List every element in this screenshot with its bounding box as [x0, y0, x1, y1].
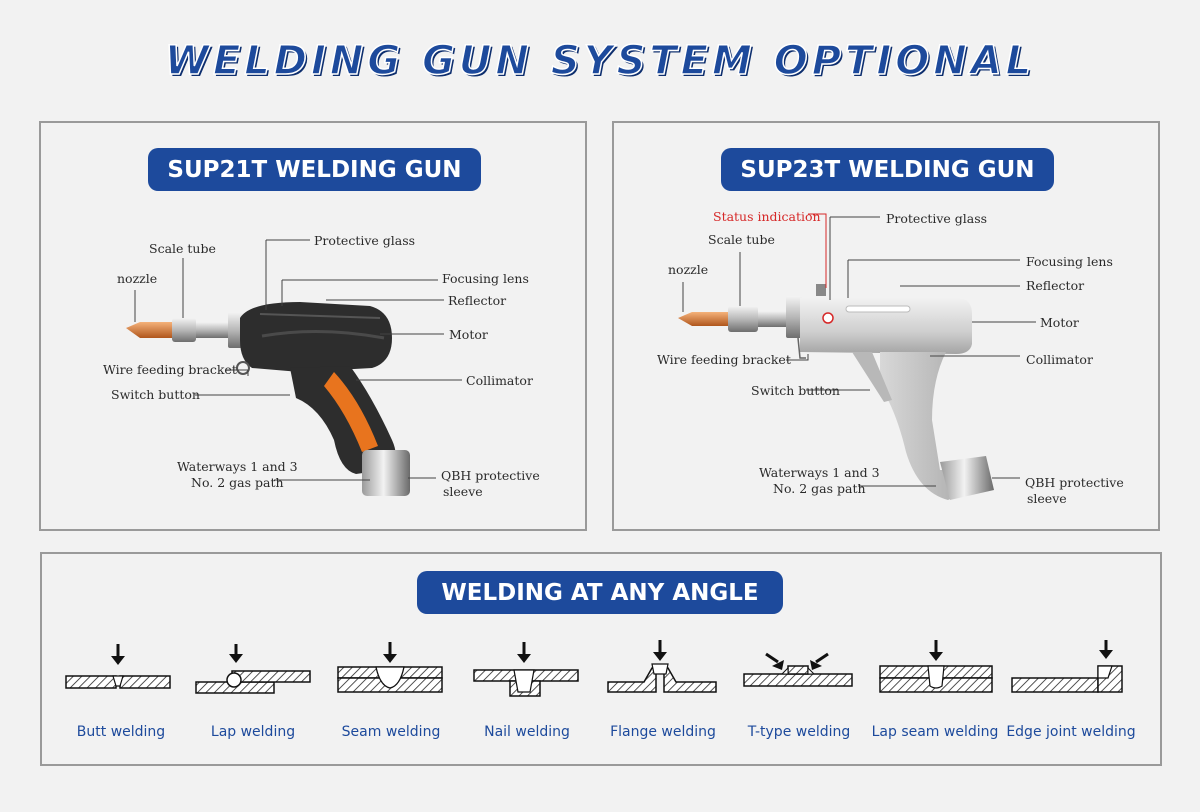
sup23t-label-focusing-lens: Focusing lens — [1026, 254, 1113, 269]
sup23t-heading: SUP23T WELDING GUN — [721, 148, 1054, 191]
sup23t-label-waterways-line1: Waterways 1 and 3 — [759, 465, 880, 480]
seam-weld-icon — [337, 642, 443, 693]
weld-type-label: Lap seam welding — [871, 724, 999, 740]
flange-weld-icon — [607, 640, 717, 693]
sup21t-label-scale-tube: Scale tube — [149, 241, 216, 256]
page-title: WELDING GUN SYSTEM OPTIONAL — [164, 37, 1036, 85]
sup23t-label-qbh: QBH protective sleeve — [1025, 475, 1124, 506]
sup23t-label-switch-button: Switch button — [751, 383, 840, 398]
sup21t-label-focusing-lens: Focusing lens — [442, 271, 529, 286]
sup23t-label-status-indication: Status indication — [713, 209, 821, 224]
lap-seam-weld-icon — [879, 640, 993, 693]
sup23t-label-qbh-line1: QBH protective — [1025, 475, 1124, 490]
sup21t-label-reflector: Reflector — [448, 293, 507, 308]
sup21t-label-collimator: Collimator — [466, 373, 533, 388]
sup21t-label-qbh: QBH protective sleeve — [441, 468, 540, 499]
sup23t-label-collimator: Collimator — [1026, 352, 1093, 367]
sup21t-label-nozzle: nozzle — [117, 271, 158, 286]
sup21t-label-protective-glass: Protective glass — [314, 233, 416, 248]
sup21t-label-waterways-line2: No. 2 gas path — [191, 474, 284, 490]
nail-weld-icon — [473, 642, 579, 697]
sup21t-label-switch-button: Switch button — [111, 387, 200, 402]
sup23t-label-wire-feeding-bracket: Wire feeding bracket — [657, 352, 791, 367]
sup23t-label-nozzle: nozzle — [668, 262, 709, 277]
edge-joint-weld-icon — [1011, 640, 1123, 693]
sup23t-label-waterways: Waterways 1 and 3 No. 2 gas path — [759, 465, 880, 496]
weld-type-label: T-type welding — [747, 724, 851, 740]
sup23t-label-waterways-line2: No. 2 gas path — [773, 480, 866, 496]
sup23t-label-protective-glass: Protective glass — [886, 211, 988, 226]
weld-type-label: Edge joint welding — [1006, 724, 1136, 740]
butt-weld-icon — [65, 644, 171, 689]
sup21t-heading: SUP21T WELDING GUN — [148, 148, 481, 191]
sup21t-label-qbh-line1: QBH protective — [441, 468, 540, 483]
sup21t-label-waterways: Waterways 1 and 3 No. 2 gas path — [177, 459, 298, 490]
weld-type-label: Butt welding — [76, 724, 166, 740]
welding-angle-heading: WELDING AT ANY ANGLE — [417, 571, 783, 614]
sup21t-label-motor: Motor — [449, 327, 488, 342]
sup23t-label-reflector: Reflector — [1026, 278, 1085, 293]
sup23t-label-scale-tube: Scale tube — [708, 232, 775, 247]
weld-type-label: Seam welding — [341, 724, 441, 740]
t-type-weld-icon — [743, 652, 853, 687]
sup21t-label-wire-feeding-bracket: Wire feeding bracket — [103, 362, 237, 377]
sup21t-label-waterways-line1: Waterways 1 and 3 — [177, 459, 298, 474]
weld-type-label: Nail welding — [484, 724, 570, 740]
weld-type-label: Lap welding — [210, 724, 296, 740]
sup23t-label-motor: Motor — [1040, 315, 1079, 330]
weld-type-label: Flange welding — [610, 724, 716, 740]
sup23t-label-qbh-line2: sleeve — [1027, 490, 1067, 506]
lap-weld-icon — [195, 644, 311, 694]
sup21t-label-qbh-line2: sleeve — [443, 483, 483, 499]
